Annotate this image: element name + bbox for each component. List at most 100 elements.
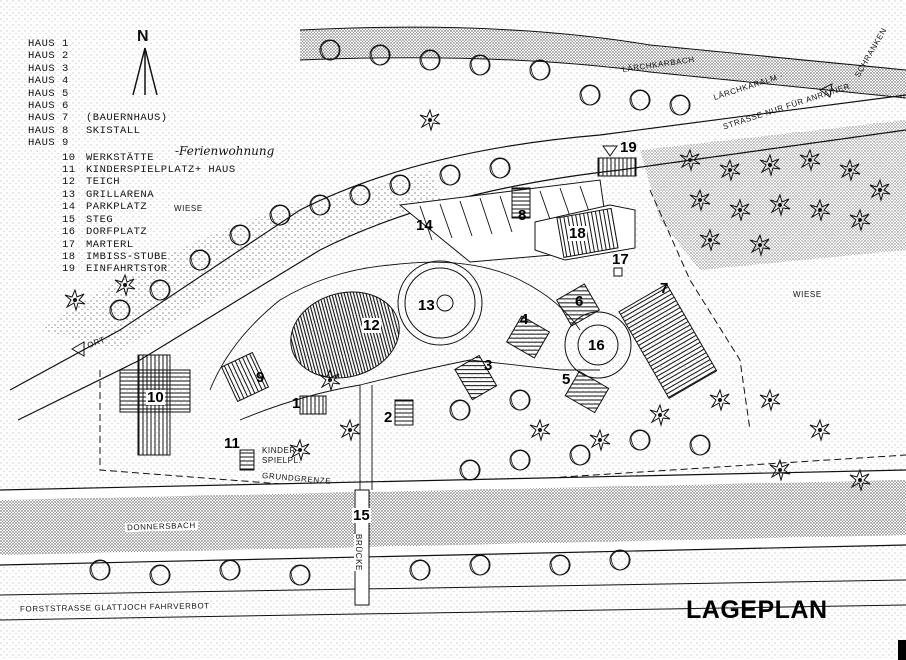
- legend-haus-number: 8: [62, 124, 69, 137]
- legend-item-desc: PARKPLATZ: [86, 201, 148, 214]
- label-kinderspielpl-1: KINDER-: [262, 446, 300, 455]
- legend-haus-number: 2: [62, 50, 69, 63]
- site-number-6: 6: [575, 293, 584, 310]
- building-3: [454, 354, 498, 401]
- lärchkarbach-stream: [299, 26, 906, 99]
- legend-haus-row: HAUS 2: [28, 50, 236, 62]
- legend-haus-key: HAUS: [28, 100, 56, 113]
- building-1: [299, 395, 327, 415]
- pond-teich: [290, 291, 400, 379]
- site-number-5: 5: [562, 371, 571, 388]
- building-9: [220, 351, 270, 403]
- village-square: [564, 311, 632, 379]
- site-number-8: 8: [518, 207, 527, 224]
- building-19: [597, 157, 637, 177]
- site-number-2: 2: [384, 409, 393, 426]
- building-2: [394, 399, 414, 426]
- legend-item-row: 15 STEG: [28, 214, 236, 226]
- legend-item-row: 10 WERKSTÄTTE: [28, 152, 236, 164]
- legend-haus-number: 6: [62, 100, 69, 113]
- legend-item-number: 11: [62, 164, 76, 177]
- legend-haus-row: HAUS 7 (BAUERNHAUS): [28, 112, 236, 124]
- arrow-gate-icon: [602, 145, 618, 157]
- legend-item-desc: GRILLARENA: [86, 188, 155, 201]
- legend-item-desc: EINFAHRTSTOR: [86, 263, 168, 276]
- legend-item-desc: STEG: [86, 213, 114, 226]
- arrow-schranken-icon: [819, 83, 833, 98]
- property-boundary: [99, 189, 906, 491]
- legend-haus-number: 7: [62, 112, 69, 125]
- site-number-4: 4: [520, 311, 529, 328]
- woodland-right: [640, 120, 906, 270]
- building-6: [555, 283, 601, 327]
- label-bruecke: BRÜCKE: [353, 534, 363, 571]
- label-wiese-left: WIESE: [174, 204, 203, 213]
- building-5: [564, 370, 610, 414]
- site-number-13: 13: [418, 297, 435, 314]
- legend-item-desc: KINDERSPIELPLATZ+ HAUS: [86, 164, 236, 177]
- label-wiese-right: WIESE: [793, 290, 822, 299]
- legend-item-number: 17: [62, 238, 76, 251]
- forest-band: [40, 170, 440, 350]
- north-arrow-icon: [132, 47, 158, 96]
- legend-item-desc: WERKSTÄTTE: [86, 151, 155, 164]
- legend-haus-row: HAUS 6: [28, 100, 236, 112]
- building-17: [613, 267, 623, 277]
- site-number-18: 18: [568, 225, 587, 242]
- legend-item-row: 13 GRILLARENA: [28, 189, 236, 201]
- legend-haus-row: HAUS 8 SKISTALL: [28, 125, 236, 137]
- label-kinderspielpl-2: SPIELPL.: [262, 456, 302, 465]
- site-number-1: 1: [292, 395, 301, 412]
- site-number-17: 17: [612, 251, 629, 268]
- legend-item-row: 14 PARKPLATZ: [28, 201, 236, 213]
- forststrasse-road: [0, 579, 906, 621]
- legend-haus-key: HAUS: [28, 50, 56, 63]
- legend-item-desc: DORFPLATZ: [86, 226, 148, 239]
- legend-item-number: 15: [62, 213, 76, 226]
- legend-item-number: 13: [62, 188, 76, 201]
- site-number-10: 10: [146, 389, 165, 406]
- legend-other-list: 10 WERKSTÄTTE 11 KINDERSPIELPLATZ+ HAUS 12 TE…: [28, 152, 236, 276]
- site-number-19: 19: [620, 139, 637, 156]
- site-number-7: 7: [660, 280, 669, 297]
- grill-arena: [397, 260, 483, 346]
- legend-item-row: 19 EINFAHRTSTOR: [28, 263, 236, 275]
- legend-haus-number: 9: [62, 137, 69, 150]
- legend-haus-key: HAUS: [28, 137, 56, 150]
- legend-haus-row: HAUS 5: [28, 88, 236, 100]
- plan-title: LAGEPLAN: [686, 596, 828, 624]
- site-number-3: 3: [484, 357, 493, 374]
- legend-haus-desc: SKISTALL: [86, 124, 141, 137]
- site-number-12: 12: [362, 317, 381, 334]
- legend-item-row: 12 TEICH: [28, 176, 236, 188]
- legend-haus-key: HAUS: [28, 124, 56, 137]
- legend-item-number: 19: [62, 263, 76, 276]
- legend-haus-number: 5: [62, 87, 69, 100]
- site-number-15: 15: [352, 507, 371, 524]
- edge-mark: [898, 640, 906, 660]
- legend-item-desc: TEICH: [86, 176, 121, 189]
- handwritten-note: -Ferienwohnung: [175, 144, 275, 158]
- legend-item-row: 11 KINDERSPIELPLATZ+ HAUS: [28, 164, 236, 176]
- legend-haus-key: HAUS: [28, 62, 56, 75]
- legend-haus-desc: (BAUERNHAUS): [86, 112, 168, 125]
- site-number-11: 11: [224, 435, 240, 452]
- legend-item-number: 12: [62, 176, 76, 189]
- legend-haus-key: HAUS: [28, 87, 56, 100]
- legend-item-number: 16: [62, 226, 76, 239]
- building-4: [505, 315, 551, 359]
- building-8: [511, 187, 531, 219]
- legend-item-number: 10: [62, 151, 76, 164]
- legend-haus-key: HAUS: [28, 112, 56, 125]
- building-10: [119, 354, 191, 456]
- legend-item-number: 14: [62, 201, 76, 214]
- site-number-14: 14: [416, 217, 433, 234]
- arrow-ort-icon: [71, 341, 85, 357]
- legend-haus-key: HAUS: [28, 38, 56, 50]
